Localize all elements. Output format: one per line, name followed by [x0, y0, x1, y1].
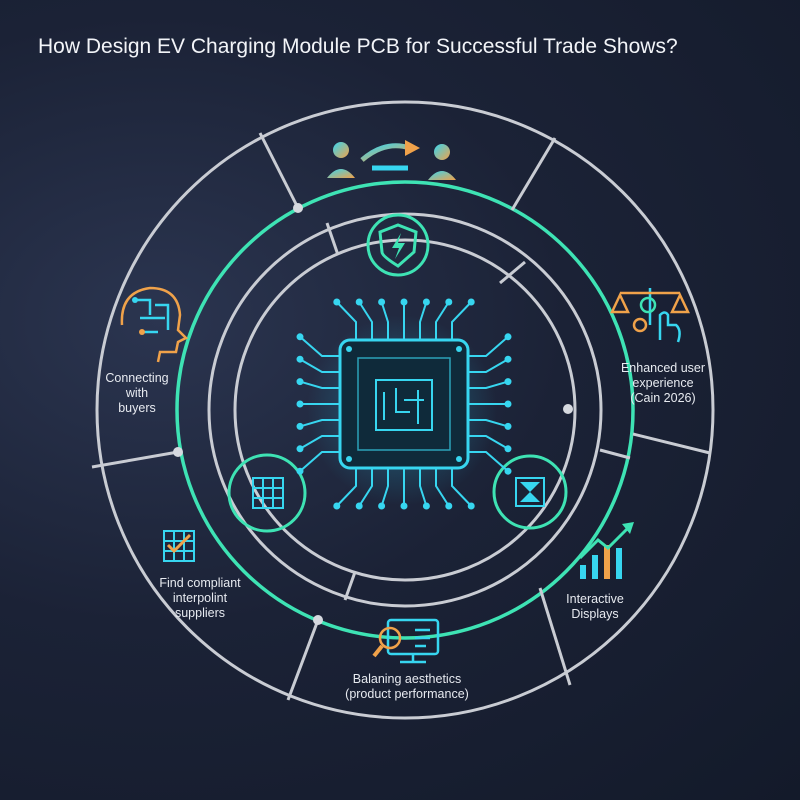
segment-label-balancing: Balaning aesthetics (product performance… — [345, 672, 469, 701]
chip-trace-pad — [378, 502, 386, 510]
chip-trace-pad — [504, 378, 512, 386]
grid-checklist-icon — [163, 530, 195, 562]
monitor-magnifier-icon — [372, 618, 440, 664]
chip-trace-pad — [504, 445, 512, 453]
scales-gear-hand-icon — [610, 288, 690, 343]
chip-trace-pad — [422, 502, 430, 510]
chip-trace — [299, 451, 340, 472]
chip-trace — [435, 301, 450, 340]
chip-trace — [468, 435, 509, 450]
chip-trace — [380, 468, 389, 507]
chip-trace — [380, 301, 389, 340]
middle-ring — [207, 212, 603, 608]
chip-trace — [451, 301, 472, 340]
chip-trace-pad — [445, 502, 453, 510]
chip-trace — [468, 419, 509, 428]
page-title: How Design EV Charging Module PCB for Su… — [38, 35, 678, 58]
chip-trace — [435, 468, 450, 507]
ring-nodes — [173, 203, 573, 625]
accent-ring — [175, 180, 635, 640]
handshake-transfer-icon — [327, 140, 456, 180]
chip-trace — [468, 380, 509, 389]
microchip-icon — [296, 298, 512, 510]
outer-ring — [95, 100, 715, 720]
chip-trace-pad — [355, 298, 363, 306]
chip-trace-pad — [400, 298, 408, 306]
segment-label-connecting: Connecting with buyers — [105, 371, 169, 415]
chip-trace-pad — [296, 400, 304, 408]
chip-trace-pad — [467, 298, 475, 306]
chip-trace-pad — [296, 467, 304, 475]
chip-trace-pad — [504, 467, 512, 475]
chip-trace-pad — [296, 333, 304, 341]
chip-trace — [336, 301, 357, 340]
chip-trace-pad — [296, 422, 304, 430]
chip-trace-pad — [296, 445, 304, 453]
segment-label-interactive: Interactive Displays — [566, 592, 624, 621]
chip-trace-pad — [467, 502, 475, 510]
chip-trace-pad — [333, 298, 341, 306]
chip-trace-pad — [296, 355, 304, 363]
chip-trace-pad — [504, 333, 512, 341]
grid-panel-icon — [227, 453, 307, 533]
chip-trace-pad — [296, 378, 304, 386]
rising-bar-chart-icon — [578, 522, 634, 579]
chip-trace — [358, 468, 373, 507]
chip-trace-pad — [355, 502, 363, 510]
chip-trace-pad — [504, 400, 512, 408]
chip-trace-pad — [504, 422, 512, 430]
shield-lightning-icon — [366, 213, 430, 277]
segment-label-enhanced: Enhanced user experience (Cain 2026) — [620, 361, 706, 405]
chip-trace — [419, 468, 428, 507]
chip-trace — [419, 301, 428, 340]
chip-trace — [336, 468, 357, 507]
chip-trace-pad — [378, 298, 386, 306]
chip-trace — [358, 301, 373, 340]
chip-trace — [299, 435, 340, 450]
outer-dividers — [91, 132, 711, 701]
chip-trace — [468, 336, 509, 357]
chip-trace — [468, 451, 509, 472]
chip-trace — [299, 336, 340, 357]
chip-trace-pad — [333, 502, 341, 510]
chip-trace — [299, 380, 340, 389]
fan-module-icon — [492, 454, 568, 530]
chip-trace — [299, 358, 340, 373]
inner-ring — [233, 238, 577, 582]
chip-trace — [468, 358, 509, 373]
chip-trace — [299, 419, 340, 428]
inner-dividers — [325, 222, 631, 601]
chip-trace-pad — [504, 355, 512, 363]
segment-label-compliant: Find compliant interpolint suppliers — [159, 576, 241, 620]
chip-trace-pad — [422, 298, 430, 306]
chip-trace — [451, 468, 472, 507]
brain-circuit-icon — [120, 286, 189, 363]
chip-trace-pad — [400, 502, 408, 510]
chip-trace-pad — [445, 298, 453, 306]
